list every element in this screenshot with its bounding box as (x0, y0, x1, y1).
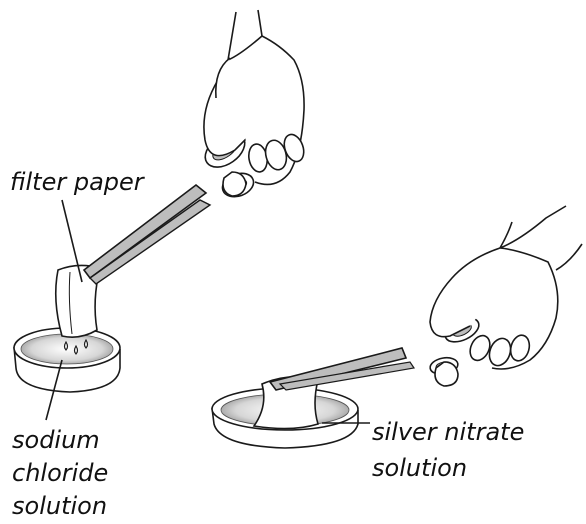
silver-nitrate-label-line-1: silver nitrate (372, 414, 524, 450)
filter-paper-label: filter paper (10, 170, 144, 194)
sodium-chloride-label-line-1: sodium (12, 424, 108, 457)
sodium-chloride-label: sodium chloride solution (12, 424, 108, 523)
sodium-chloride-label-line-3: solution (12, 490, 108, 523)
silver-nitrate-label-line-2: solution (372, 450, 524, 486)
gloved-hand-left (204, 10, 307, 196)
sodium-chloride-label-line-2: chloride (12, 457, 108, 490)
silver-nitrate-label: silver nitrate solution (372, 414, 524, 486)
